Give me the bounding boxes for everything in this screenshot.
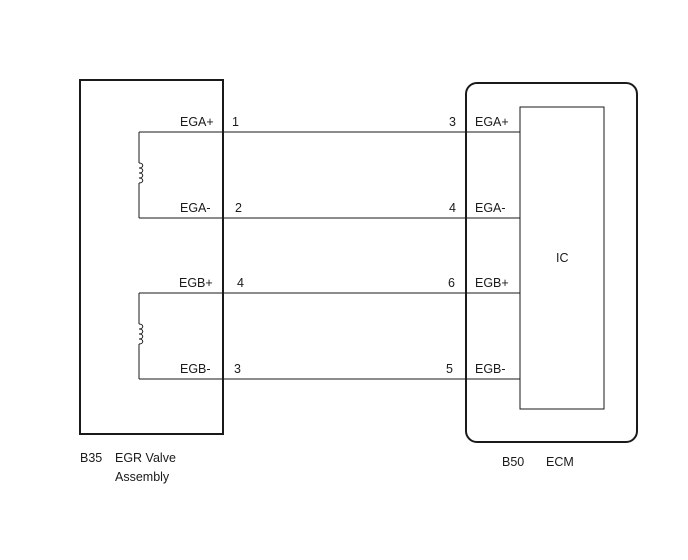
right-pin-6: 6 (448, 276, 455, 290)
right-terminal-egb-plus: EGB+ (475, 276, 509, 290)
left-pin-2: 2 (235, 201, 242, 215)
right-pin-5: 5 (446, 362, 453, 376)
right-component-name: ECM (546, 455, 574, 469)
left-pin-4: 4 (237, 276, 244, 290)
left-component-name-line1: EGR Valve (115, 451, 176, 465)
left-terminal-ega-plus: EGA+ (180, 115, 214, 129)
left-terminal-egb-minus: EGB- (180, 362, 211, 376)
right-component-code: B50 (502, 455, 525, 469)
right-terminal-egb-minus: EGB- (475, 362, 506, 376)
right-pin-3: 3 (449, 115, 456, 129)
ic-label: IC (556, 251, 569, 265)
coil-b-icon (138, 323, 144, 345)
left-component-name-line2: Assembly (115, 470, 170, 484)
left-pin-1: 1 (232, 115, 239, 129)
right-terminal-ega-plus: EGA+ (475, 115, 509, 129)
left-terminal-egb-plus: EGB+ (179, 276, 213, 290)
egr-valve-box (79, 79, 224, 435)
ecm-box (465, 82, 638, 443)
left-pin-3: 3 (234, 362, 241, 376)
right-pin-4: 4 (449, 201, 456, 215)
ic-box (519, 106, 605, 410)
left-terminal-ega-minus: EGA- (180, 201, 211, 215)
coil-a-icon (138, 162, 144, 184)
right-terminal-ega-minus: EGA- (475, 201, 506, 215)
left-component-code: B35 (80, 451, 103, 465)
